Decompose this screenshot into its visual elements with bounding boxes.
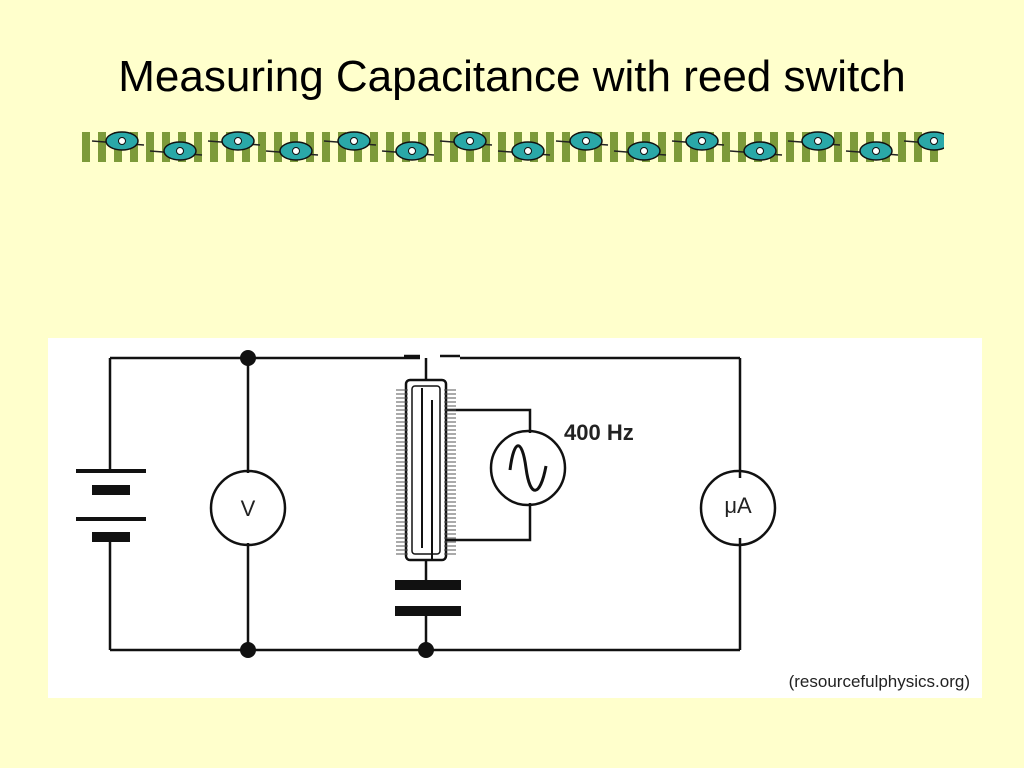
ammeter-label: μA [724,493,752,518]
voltmeter-icon [209,469,287,547]
frequency-label: 400 Hz [564,420,634,445]
voltmeter-label: V [240,496,256,521]
circuit-diagram: 400 Hz V μA (resourcefulphysics.org) [48,338,982,698]
source-credit: (resourcefulphysics.org) [788,672,970,691]
battery-icon [76,469,146,542]
slide-title: Measuring Capacitance with reed switch [118,52,906,101]
junction-dots [240,350,434,658]
ammeter-icon [699,469,777,547]
flower-border-icon [82,131,944,162]
circuit-svg [76,350,777,658]
capacitor-icon [395,580,461,616]
reed-switch-icon [396,378,456,562]
ac-source-icon [489,429,567,507]
